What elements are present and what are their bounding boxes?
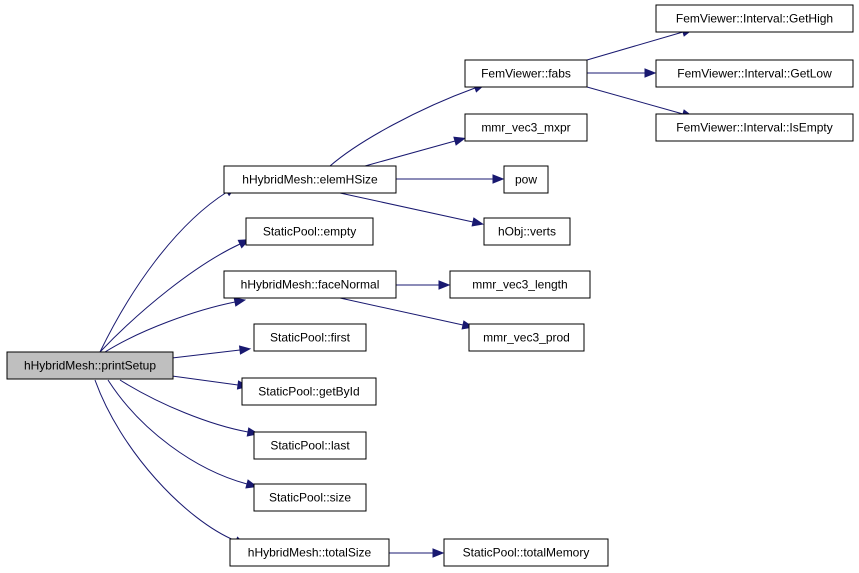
node-box <box>6 351 174 380</box>
edge-line <box>99 243 241 353</box>
edge-line <box>107 379 248 485</box>
node-printSetup[interactable]: hHybridMesh::printSetup <box>6 351 174 380</box>
node-label: mmr_vec3_prod <box>483 331 570 345</box>
edge-line <box>104 301 236 353</box>
node-box <box>229 538 390 567</box>
edge-printSetup-to-getById <box>171 375 250 390</box>
node-box <box>464 113 588 142</box>
node-totalMemory[interactable]: StaticPool::totalMemory <box>443 538 609 567</box>
edge-printSetup-to-faceNormal <box>104 297 247 353</box>
edge-elemHSize-to-pow <box>396 174 505 184</box>
edge-line <box>586 31 684 61</box>
arrowhead-icon <box>238 345 252 355</box>
node-label: pow <box>515 173 537 187</box>
node-first[interactable]: StaticPool::first <box>253 323 367 352</box>
node-box <box>655 4 854 33</box>
node-verts[interactable]: hObj::verts <box>483 217 571 246</box>
node-label: hHybridMesh::totalSize <box>248 546 372 560</box>
node-isEmpty[interactable]: FemViewer::Interval::IsEmpty <box>655 113 854 142</box>
node-faceNormal[interactable]: hHybridMesh::faceNormal <box>223 270 397 299</box>
edge-line <box>119 379 249 433</box>
node-box <box>241 377 377 406</box>
node-pow[interactable]: pow <box>503 165 549 194</box>
edge-line <box>364 140 456 167</box>
node-label: StaticPool::getById <box>258 385 359 399</box>
edge-line <box>339 192 474 223</box>
edge-printSetup-to-size <box>107 379 258 489</box>
edge-elemHSize-to-fabs <box>329 83 486 167</box>
node-label: hHybridMesh::printSetup <box>24 359 156 373</box>
edge-elemHSize-to-mxpr <box>364 136 466 167</box>
node-box <box>449 270 591 299</box>
edge-line <box>171 349 241 359</box>
node-label: hHybridMesh::elemHSize <box>242 173 378 187</box>
edge-line <box>99 191 228 353</box>
edge-totalSize-to-totalMemory <box>389 548 445 558</box>
node-label: StaticPool::size <box>269 491 351 505</box>
edge-printSetup-to-totalSize <box>94 379 247 546</box>
node-label: FemViewer::Interval::IsEmpty <box>676 121 833 135</box>
node-getLow[interactable]: FemViewer::Interval::GetLow <box>655 59 854 88</box>
node-label: FemViewer::Interval::GetHigh <box>676 12 833 26</box>
node-box <box>245 217 374 246</box>
node-box <box>464 59 588 88</box>
node-getById[interactable]: StaticPool::getById <box>241 377 377 406</box>
node-totalSize[interactable]: hHybridMesh::totalSize <box>229 538 390 567</box>
node-label: FemViewer::Interval::GetLow <box>677 67 832 81</box>
node-label: StaticPool::totalMemory <box>463 546 590 560</box>
node-label: StaticPool::last <box>270 439 350 453</box>
node-box <box>483 217 571 246</box>
edge-fabs-to-getLow <box>587 68 657 78</box>
node-box <box>443 538 609 567</box>
node-length[interactable]: mmr_vec3_length <box>449 270 591 299</box>
node-box <box>468 323 585 352</box>
node-label: StaticPool::empty <box>263 225 356 239</box>
arrowhead-icon <box>471 217 485 227</box>
edge-printSetup-to-first <box>171 345 252 359</box>
node-box <box>655 113 854 142</box>
node-label: mmr_vec3_length <box>472 278 567 292</box>
node-mxpr[interactable]: mmr_vec3_mxpr <box>464 113 588 142</box>
node-box <box>223 270 397 299</box>
arrowhead-icon <box>438 280 451 290</box>
node-box <box>253 431 367 460</box>
node-label: hObj::verts <box>498 225 556 239</box>
node-fabs[interactable]: FemViewer::fabs <box>464 59 588 88</box>
node-label: hHybridMesh::faceNormal <box>241 278 380 292</box>
node-last[interactable]: StaticPool::last <box>253 431 367 460</box>
edge-elemHSize-to-verts <box>339 192 485 227</box>
node-label: StaticPool::first <box>270 331 351 345</box>
node-getHigh[interactable]: FemViewer::Interval::GetHigh <box>655 4 854 33</box>
nodes-layer: hHybridMesh::printSetup hHybridMesh::elem… <box>6 4 854 567</box>
node-elemHSize[interactable]: hHybridMesh::elemHSize <box>223 165 397 194</box>
node-empty[interactable]: StaticPool::empty <box>245 217 374 246</box>
node-size[interactable]: StaticPool::size <box>253 483 367 512</box>
edge-line <box>94 379 237 542</box>
node-label: mmr_vec3_mxpr <box>481 121 570 135</box>
arrowhead-icon <box>644 68 657 78</box>
arrowhead-icon <box>233 297 247 307</box>
edge-fabs-to-getHigh <box>586 27 694 61</box>
node-box <box>253 323 367 352</box>
arrowhead-icon <box>492 174 505 184</box>
edge-faceNormal-to-length <box>396 280 451 290</box>
edge-line <box>329 87 476 167</box>
node-prod[interactable]: mmr_vec3_prod <box>468 323 585 352</box>
edge-printSetup-to-elemHSize <box>99 185 237 353</box>
node-box <box>655 59 854 88</box>
edge-line <box>171 375 239 386</box>
edge-line <box>339 297 464 326</box>
node-box <box>253 483 367 512</box>
arrowhead-icon <box>432 548 445 558</box>
edge-fabs-to-isEmpty <box>586 86 694 119</box>
edge-line <box>586 86 684 115</box>
node-box <box>503 165 549 194</box>
node-label: FemViewer::fabs <box>481 67 571 81</box>
arrowhead-icon <box>453 136 466 146</box>
node-box <box>223 165 397 194</box>
